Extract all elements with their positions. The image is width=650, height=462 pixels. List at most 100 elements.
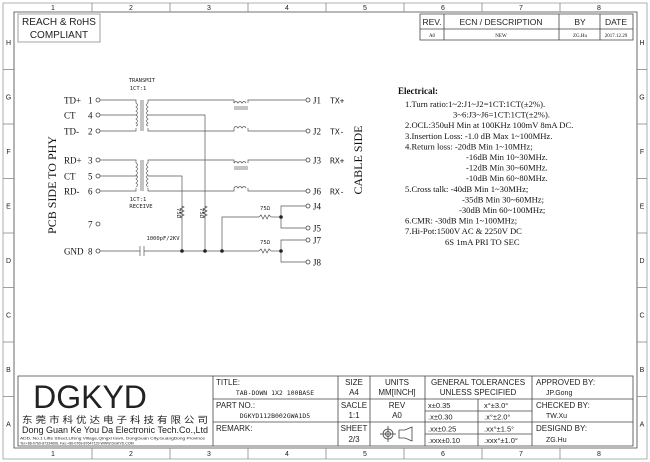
jack-pin: J5 <box>313 224 322 234</box>
column-number: 5 <box>363 451 367 458</box>
spec-line: 6.CMR: -30dB Min 1~100MHz; <box>405 216 517 226</box>
jack-pin: J2 <box>313 127 321 137</box>
jack-signal: TX+ <box>330 97 345 106</box>
row-letter: F <box>640 149 644 156</box>
spec-line: 7.Hi-Pot:1500V AC & 2250V DC <box>405 226 522 236</box>
company-name-en: Dong Guan Ke You Da Electronic Tech.Co.,… <box>22 425 208 435</box>
row-letter: H <box>6 40 11 47</box>
row-letter: D <box>6 258 11 265</box>
transmit-ratio: 1CT:1 <box>130 86 147 92</box>
row-letter: B <box>640 367 645 374</box>
angular-tolerance: .x°±2.0° <box>484 413 510 422</box>
jack-pin: J3 <box>313 156 322 166</box>
ecn-header: ECN / DESCRIPTION <box>459 17 542 27</box>
row-letter: D <box>639 258 644 265</box>
jack-terminal <box>306 189 310 193</box>
by-value: ZG.Hu <box>573 34 588 39</box>
row-letter: G <box>6 95 11 102</box>
row-letter: B <box>6 367 11 374</box>
approved-by: JP.Gong <box>546 390 572 397</box>
sheet-value: 2/3 <box>348 435 360 444</box>
jack-terminal <box>306 129 310 133</box>
title-block: DGKYD 东 莞 市 科 优 达 电 子 科 技 有 限 公 司 Dong G… <box>18 376 633 446</box>
column-number: 4 <box>285 451 289 458</box>
row-letter: A <box>640 422 645 429</box>
cable-side-label: CABLE SIDE <box>351 126 365 195</box>
column-number: 5 <box>363 5 367 12</box>
column-number: 6 <box>441 451 445 458</box>
pin-name: RD- <box>64 187 80 197</box>
pin-number: 5 <box>88 172 93 182</box>
spec-line: 6S 1mA PRI TO SEC <box>445 237 520 247</box>
column-number: 8 <box>597 5 601 12</box>
row-letter: A <box>6 422 11 429</box>
column-number: 3 <box>207 5 211 12</box>
capacitor-label: 1000pF/2KV <box>146 236 180 242</box>
pin-number: 8 <box>88 247 93 257</box>
spec-line: 1.Turn ratio:1~2:J1~J2=1CT:1CT(±2%). <box>405 99 545 109</box>
designed-by: ZG.Hu <box>546 437 567 444</box>
checked-by: TW.Xu <box>546 413 567 420</box>
sheet-label: SHEET <box>341 424 368 433</box>
jack-terminal <box>306 98 310 102</box>
approved-label: APPROVED BY: <box>536 378 595 387</box>
column-number: 1 <box>51 5 55 12</box>
compliance-line: REACH & RoHS <box>22 17 96 28</box>
date-header: DATE <box>605 17 627 27</box>
drawing-title: TAB-DOWN 1X2 100BASE <box>236 389 314 397</box>
size-value: A4 <box>349 388 359 397</box>
column-number: 6 <box>441 5 445 12</box>
rev-value: A0 <box>392 411 402 420</box>
company-logo: DGKYD <box>33 379 147 415</box>
scale-value: 1:1 <box>348 411 360 420</box>
revision-table: REV. ECN / DESCRIPTION BY DATE A0 NEW ZG… <box>420 14 633 40</box>
outer-border <box>3 3 647 459</box>
compliance-box: REACH & RoHS COMPLIANT <box>18 14 100 42</box>
part-no-label: PART NO.: <box>216 401 255 410</box>
pin-terminal <box>96 113 100 117</box>
electrical-title: Electrical: <box>398 86 438 96</box>
company-address: ADD.:No.1 Lifte Street,Lifeng Village,Qi… <box>20 437 205 441</box>
resistor-label: 75Ω <box>260 240 271 246</box>
pin-number: 7 <box>88 220 93 230</box>
rev-label: REV <box>389 401 406 410</box>
jack-terminal <box>306 204 310 208</box>
pin-name: RD+ <box>64 156 82 166</box>
jack-terminal <box>306 158 310 162</box>
pcb-side-label: PCB SIDE TO PHY <box>45 136 59 234</box>
pin-name: CT <box>64 111 76 121</box>
part-no: DGKYD112B002GWA1D5 <box>240 412 311 420</box>
row-letter: E <box>640 204 645 211</box>
resistor-label: 75Ω <box>175 208 181 219</box>
pin-name: CT <box>64 172 76 182</box>
projection-symbol-icon <box>380 426 412 442</box>
scale-label: SACLE <box>341 401 367 410</box>
units-value: MM[INCH] <box>378 388 415 397</box>
pin-number: 1 <box>88 96 93 106</box>
remark-label: REMARK: <box>216 424 252 433</box>
electrical-spec: Electrical: 1.Turn ratio:1~2:J1~J2=1CT:1… <box>398 86 573 247</box>
pin-name: TD- <box>64 127 79 137</box>
jack-pin: J4 <box>313 202 322 212</box>
pin-name: TD+ <box>64 96 81 106</box>
linear-tolerance: .xxx±0.10 <box>428 436 460 445</box>
row-letter: C <box>639 313 644 320</box>
linear-tolerance: x±0.35 <box>428 401 450 410</box>
spec-line: -12dB Min 30~60MHz. <box>466 163 548 173</box>
by-header: BY <box>574 17 586 27</box>
compliance-line: COMPLIANT <box>30 30 88 41</box>
column-number: 4 <box>285 5 289 12</box>
title-label: TITLE: <box>216 378 240 387</box>
pin-number: 3 <box>88 156 93 166</box>
spec-line: -30dB Min 60~100MHz; <box>459 205 545 215</box>
jack-pin: J7 <box>313 236 322 246</box>
row-letter: H <box>639 40 644 47</box>
column-number: 7 <box>519 5 523 12</box>
column-number: 1 <box>51 451 55 458</box>
jack-pin: J6 <box>313 187 322 197</box>
spec-line: 5.Cross talk: -40dB Min 1~30MHz; <box>405 184 528 194</box>
pin-number: 2 <box>88 127 93 137</box>
